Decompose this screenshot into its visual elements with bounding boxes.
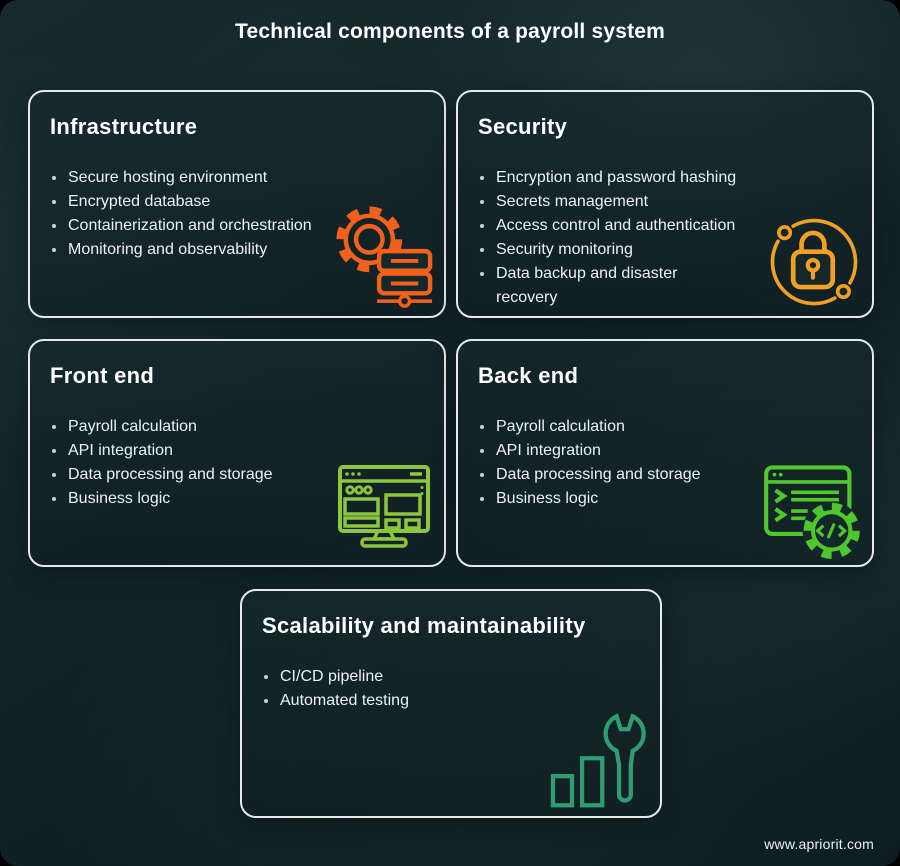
card-title: Back end	[478, 363, 579, 388]
code-window-gear-icon	[764, 465, 861, 560]
bullet-item: Automated testing	[262, 689, 640, 713]
bullet-item: Containerization and orchestration	[50, 214, 424, 238]
bullet-item: Security monitoring	[478, 238, 852, 262]
gear-server-icon	[336, 206, 433, 308]
bullet-item: Encryption and password hashing	[478, 166, 852, 190]
bullet-item: Secure hosting environment	[50, 166, 424, 190]
card-security: Security Encryption and password hashing…	[456, 90, 874, 318]
website-url: www.apriorit.com	[764, 836, 874, 852]
card-infrastructure: Infrastructure Secure hosting environmen…	[28, 90, 446, 318]
bullet-item: Data processing and storage	[50, 463, 424, 487]
bullet-item: Access control and authentication	[478, 214, 852, 238]
bullet-item: CI/CD pipeline	[262, 665, 640, 689]
bullet-item: Monitoring and observability	[50, 238, 424, 262]
card-title: Front end	[50, 363, 155, 388]
card-title: Scalability and maintainability	[262, 613, 586, 638]
card-front-end: Front end Payroll calculation API integr…	[28, 339, 446, 567]
card-title: Infrastructure	[50, 114, 198, 139]
card-scalability: Scalability and maintainability CI/CD pi…	[240, 589, 662, 818]
bullet-item: Encrypted database	[50, 190, 424, 214]
bullet-item: API integration	[50, 439, 424, 463]
bullet-item: Payroll calculation	[50, 415, 424, 439]
bullet-item: Secrets management	[478, 190, 852, 214]
bullet-list: CI/CD pipeline Automated testing	[262, 665, 640, 713]
wrench-growth-icon	[550, 713, 646, 808]
bullet-item: API integration	[478, 439, 852, 463]
bullet-item: Payroll calculation	[478, 415, 852, 439]
bullet-item: Business logic	[478, 487, 852, 511]
card-back-end: Back end Payroll calculation API integra…	[456, 339, 874, 567]
bullet-list: Encryption and password hashing Secrets …	[478, 166, 852, 310]
padlock-orbit-icon	[770, 218, 858, 306]
bullet-item: Data backup and disaster recovery	[478, 262, 852, 310]
bullet-list: Payroll calculation API integration Data…	[50, 415, 424, 511]
bullet-item: Business logic	[50, 487, 424, 511]
card-title: Security	[478, 114, 568, 139]
bullet-item: Data processing and storage	[478, 463, 852, 487]
monitor-wireframe-icon	[338, 465, 430, 548]
page-title: Technical components of a payroll system	[234, 20, 666, 43]
bullet-list: Secure hosting environment Encrypted dat…	[50, 166, 424, 262]
bullet-list: Payroll calculation API integration Data…	[478, 415, 852, 511]
